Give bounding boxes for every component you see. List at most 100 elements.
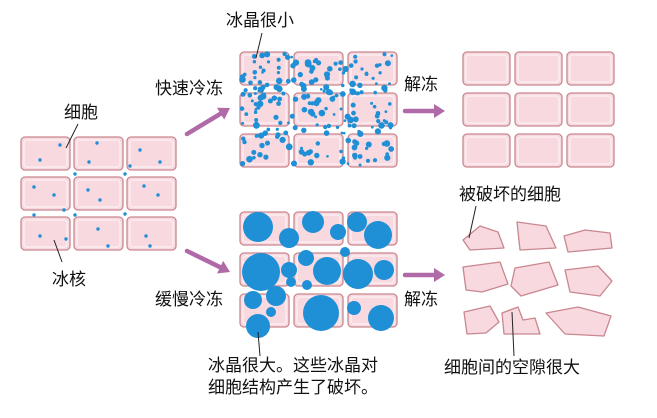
damaged-cell (564, 265, 613, 297)
small-ice-crystal (338, 60, 343, 65)
ice-nucleus-dot (98, 198, 102, 202)
cell-sheen (569, 136, 612, 165)
small-ice-crystal (322, 89, 326, 93)
small-ice-crystal (275, 77, 283, 85)
pointer-line (53, 239, 63, 263)
small-ice-crystal (241, 121, 245, 125)
small-ice-crystal (310, 111, 316, 117)
small-ice-crystal (266, 127, 271, 132)
cell (20, 136, 71, 171)
small-ice-crystal (319, 88, 323, 91)
small-ice-crystal (244, 112, 249, 116)
cell-sheen (517, 54, 560, 83)
small-ice-crystal (276, 85, 283, 93)
small-ice-crystal (290, 55, 293, 59)
large-ice-crystal (340, 247, 350, 257)
small-ice-crystal (344, 113, 351, 120)
small-ice-crystal (365, 146, 369, 150)
small-ice-crystal (365, 158, 371, 163)
cell-sheen (350, 95, 395, 124)
small-ice-crystal (346, 162, 350, 165)
large-ice-crystal (246, 314, 270, 338)
small-ice-crystal (371, 126, 374, 129)
small-ice-crystal (242, 139, 247, 145)
small-ice-crystal (316, 60, 322, 66)
slow-frozen-cell-grid (239, 211, 398, 338)
ice-nucleus-dot (156, 193, 160, 197)
cell-sheen (76, 179, 121, 208)
small-ice-crystal (239, 106, 245, 111)
small-ice-crystal (353, 140, 360, 146)
small-ice-crystal (281, 91, 286, 96)
small-ice-crystal (258, 132, 265, 139)
ice-nucleus-dot (64, 237, 68, 241)
small-ice-crystal (257, 80, 263, 85)
small-ice-crystal (373, 90, 378, 95)
small-ice-crystal (251, 149, 257, 155)
small-ice-crystal (335, 125, 340, 129)
damaged-cell (501, 306, 541, 335)
small-ice-crystal (332, 113, 336, 116)
damaged-cells-label: 被破坏的细胞 (459, 185, 561, 205)
large-ice-crystal (330, 224, 346, 240)
small-ice-crystal (273, 114, 279, 120)
ice-nucleus-dot (87, 160, 91, 164)
small-ice-crystal (300, 86, 307, 92)
pointer-line (65, 123, 79, 149)
small-ice-crystal (390, 54, 394, 57)
cell-sheen (517, 136, 560, 165)
cell (462, 133, 511, 168)
small-ice-crystal (349, 88, 353, 92)
damaged-cell (462, 261, 509, 293)
cell-sheen (129, 179, 174, 208)
small-ice-crystal (283, 130, 289, 136)
small-ice-crystal (364, 72, 369, 76)
small-ice-crystal (299, 81, 305, 87)
small-ice-crystal (323, 71, 331, 78)
small-ice-crystal (350, 102, 356, 108)
cell-sheen (569, 54, 612, 83)
small-ice-crystal (349, 80, 356, 88)
small-ice-crystal (370, 101, 374, 105)
small-ice-crystal (342, 65, 349, 73)
cell (462, 51, 511, 86)
large-ice-crystal (244, 291, 262, 309)
cell (566, 92, 615, 127)
large-ice-crystal (343, 259, 373, 289)
small-ice-crystal (256, 105, 261, 110)
small-ice-crystal (353, 54, 358, 59)
small-ice-crystal (290, 62, 296, 69)
small-ice-crystal (378, 63, 382, 67)
small-ice-crystal (374, 113, 380, 119)
small-ice-crystal (312, 59, 316, 64)
small-ice-crystal (253, 76, 257, 80)
thaw-label-bottom: 解冻 (404, 290, 438, 310)
small-ice-crystal (274, 96, 277, 100)
pointer-line (468, 205, 477, 239)
ice-nucleus-label: 冰核 (52, 270, 86, 290)
cell-sheen (23, 179, 68, 208)
ice-nucleus-dot (52, 193, 56, 197)
small-ice-crystal (345, 137, 352, 144)
damaged-cell (563, 229, 613, 253)
ice-nucleus-dot (128, 164, 132, 168)
slow-freeze-label: 缓慢冷冻 (155, 290, 223, 310)
ice-nucleus-dot (96, 227, 100, 231)
ice-nucleus-dot (123, 212, 127, 216)
small-ice-crystal (239, 76, 246, 83)
arrow-head (216, 107, 230, 120)
small-ice-crystal (384, 110, 388, 113)
small-ice-crystal (348, 63, 354, 68)
small-ice-crystal (332, 95, 335, 99)
large-ice-crystal (368, 305, 394, 331)
damaged-cell (510, 261, 559, 297)
small-ice-crystal (374, 128, 381, 135)
small-ice-crystal (240, 161, 246, 167)
cell (73, 216, 124, 251)
small-ice-crystal (308, 79, 315, 85)
small-ice-crystal (388, 102, 392, 106)
small-ice-crystal (357, 82, 363, 89)
small-ice-crystal (371, 76, 375, 80)
large-ice-crystal (243, 212, 273, 242)
